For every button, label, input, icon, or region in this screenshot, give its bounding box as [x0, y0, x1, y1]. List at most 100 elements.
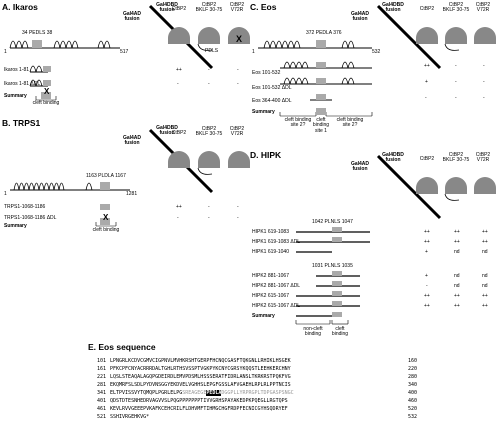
eos-row-3-val-2: - — [455, 95, 457, 101]
ikaros-x-mark: X — [44, 87, 50, 96]
hipk-row-5-label: HIPK2 881-1067 ΔDL — [252, 283, 301, 289]
panel-a: A. Ikaros Gal4AD fusion Gal4DBD fusion C… — [0, 0, 250, 115]
hipk-row-5-val-3: nd — [482, 283, 488, 289]
ctbp2-bklf-header-b: CtBP2 BKLF 30-75 — [195, 126, 223, 138]
ikaros-row-2-val-1: - — [177, 81, 179, 87]
trps1-cleft-annot: cleft binding — [92, 227, 120, 233]
hipk-row-1-val-1: ++ — [424, 229, 430, 235]
ikaros-end: 517 — [120, 49, 129, 55]
ikaros-cleft-annot: cleft binding — [32, 100, 60, 106]
ctbp2-bklf-header: CtBP2 BKLF 30-75 — [195, 2, 223, 14]
eos-row-1-val-2: - — [455, 63, 457, 69]
panel-a-title: A. Ikaros — [2, 2, 38, 12]
ctbp2-bklf-header-c: CtBP2 BKLF 30-75 — [442, 2, 470, 14]
gal4ad-header-b: Gal4AD fusion — [122, 135, 142, 147]
eos-row-3-val-1: - — [425, 95, 427, 101]
ikaros-row-2-val-3: - — [237, 81, 239, 87]
hipk-row-2-val-2: ++ — [454, 239, 460, 245]
panel-a-diagram — [9, 4, 250, 101]
hipk-annot-2: cleft binding — [331, 326, 349, 338]
ikaros-row-1-label: Ikaros 1-81 — [4, 67, 30, 73]
eos-row-2-label: Eos 101-532 ΔDL — [252, 85, 292, 91]
eos-motif: 372 PEDLA 376 — [306, 30, 342, 36]
hipk-summary: Summary — [252, 313, 275, 319]
eos-annot-3: cleft binding site 2? — [336, 117, 364, 129]
hipk-row-3-val-3: nd — [482, 249, 488, 255]
ctbp2-bklf-header-d: CtBP2 BKLF 30-75 — [442, 152, 470, 164]
ikaros-row-2-val-2: - — [208, 81, 210, 87]
panel-d-diagram — [295, 154, 496, 325]
gal4dbd-header: Gal4DBD fusion — [156, 2, 178, 14]
hipk-row-4-label: HIPK2 881-1067 — [252, 273, 289, 279]
gal4ad-header: Gal4AD fusion — [122, 11, 142, 23]
hipk-row-2-label: HIPK1 619-1083 ΔDL — [252, 239, 301, 245]
hipk-row-4-val-2: nd — [454, 273, 460, 279]
gal4ad-header-c: Gal4AD fusion — [350, 11, 370, 23]
panel-c-title: C. Eos — [250, 2, 277, 12]
eos-annot-1: cleft binding site 2? — [284, 117, 312, 129]
trps1-end: 1281 — [126, 191, 138, 197]
trps1-row-2-val-3: - — [237, 215, 239, 221]
eos-row-3-val-3: - — [483, 95, 485, 101]
hipk-row-4-val-1: + — [425, 273, 428, 279]
trps1-summary: Summary — [4, 223, 27, 229]
hipk-row-6-val-3: ++ — [482, 293, 488, 299]
panel-b-diagram — [10, 128, 250, 227]
pedla-motif-highlight: PEDLA — [206, 390, 222, 396]
panel-c-diagram — [258, 4, 496, 117]
eos-row-1-val-1: ++ — [424, 63, 430, 69]
hipk-row-6-label: HIPK2 615-1067 — [252, 293, 289, 299]
trps1-row-1-val-1: ++ — [176, 204, 182, 210]
ikaros-row-1-val-1: ++ — [176, 67, 182, 73]
hipk-row-2-val-3: ++ — [482, 239, 488, 245]
hipk-row-3-val-1: + — [425, 249, 428, 255]
panel-d: D. HIPK Gal4AD fusion Gal4DBD fusion CtB… — [250, 150, 498, 350]
trps1-row-2-val-1: - — [177, 215, 179, 221]
hipk-row-4-val-3: nd — [482, 273, 488, 279]
ikaros-start: 1 — [4, 49, 7, 55]
hipk-row-6-val-1: ++ — [424, 293, 430, 299]
eos-row-2-val-1: + — [425, 79, 428, 85]
ikaros-row-1-val-2: - — [208, 67, 210, 73]
ctbp2-header-b: CtBP2 — [171, 130, 187, 136]
eos-annot-2: cleft binding site 1 — [312, 117, 330, 134]
trps1-x-mark: X — [103, 213, 109, 222]
trps1-row-1-val-2: - — [208, 204, 210, 210]
eos-summary: Summary — [252, 109, 275, 115]
gal4dbd-header-b: Gal4DBD fusion — [156, 125, 178, 137]
hipk-row-3-label: HIPK1 619-1040 — [252, 249, 289, 255]
panel-c: C. Eos Gal4AD fusion Gal4DBD fusion CtBP… — [250, 0, 498, 133]
hipk-row-2-val-1: ++ — [424, 239, 430, 245]
hipk-row-7-val-2: ++ — [454, 303, 460, 309]
hipk2-motif: 1031 PLNLS 1035 — [312, 263, 353, 269]
hipk-row-5-val-1: - — [426, 283, 428, 289]
eos-row-1-val-3: - — [483, 63, 485, 69]
hipk-row-1-val-3: ++ — [482, 229, 488, 235]
eos-start: 1 — [252, 49, 255, 55]
hipk-row-7-val-1: ++ — [424, 303, 430, 309]
hipk1-motif: 1042 PLNLS 1047 — [312, 219, 353, 225]
gal4ad-header-d: Gal4AD fusion — [350, 161, 370, 173]
trps1-row-2-val-2: - — [208, 215, 210, 221]
ctbp2-v72r-header: CtBP2 V72R — [229, 2, 245, 14]
panel-d-title: D. HIPK — [250, 150, 282, 160]
ikaros-summary: Summary — [4, 93, 27, 99]
hipk-row-7-val-3: ++ — [482, 303, 488, 309]
pdls-label: PDLS — [205, 48, 219, 54]
ctbp2-v72r-header-d: CtBP2 V72R — [475, 152, 491, 164]
ikaros-motif: 34 PEDLS 38 — [22, 30, 53, 36]
hipk-row-3-val-2: nd — [454, 249, 460, 255]
ctbp2-header-c: CtBP2 — [419, 6, 435, 12]
gal4dbd-header-d: Gal4DBD fusion — [382, 152, 404, 164]
eos-row-2-val-3: - — [483, 79, 485, 85]
v72r-x-mark: X — [236, 34, 243, 44]
hipk-row-1-label: HIPK1 619-1083 — [252, 229, 289, 235]
hipk-row-7-label: HIPK2 615-1067 ΔDL — [252, 303, 301, 309]
ctbp2-v72r-header-b: CtBP2 V72R — [229, 126, 245, 138]
ctbp2-header-d: CtBP2 — [419, 156, 435, 162]
eos-row-3-label: Eos 364-400 ΔDL — [252, 98, 292, 104]
trps1-row-1-val-3: - — [237, 204, 239, 210]
hipk-annot-1: non-cleft binding — [303, 326, 323, 338]
panel-b-title: B. TRPS1 — [2, 118, 41, 128]
eos-end: 532 — [372, 49, 381, 55]
